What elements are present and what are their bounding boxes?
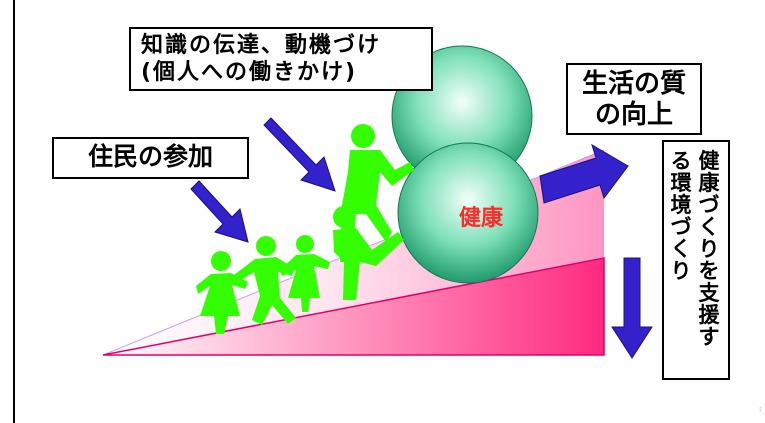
env-column-1: 健康づくりを支援す: [698, 149, 720, 349]
quality-line1: 生活の質: [581, 69, 686, 99]
people-group: [196, 124, 414, 334]
arrow-down-right-icon: [263, 117, 336, 192]
quality-of-life-box: 生活の質 の向上: [566, 63, 702, 135]
arrows-group: [190, 117, 653, 359]
env-column-2: る環境づくり: [670, 149, 692, 283]
health-label: 健康: [458, 206, 503, 231]
knowledge-line2: (個人への働きかけ): [141, 60, 358, 85]
arrow-down-right-icon: [190, 180, 249, 243]
arrow-right-icon: [539, 143, 629, 204]
health-ball-icon: [397, 142, 539, 284]
page-mark: :: [759, 405, 762, 413]
person-walking-icon: [234, 236, 296, 325]
person-walking-icon: [196, 251, 248, 334]
frame-left-border: [13, 0, 15, 423]
participation-box: 住民の参加: [52, 137, 249, 179]
participation-label: 住民の参加: [87, 142, 213, 171]
person-walking-icon: [280, 235, 330, 312]
knowledge-box: 知識の伝達、動機づけ (個人への働きかけ): [129, 27, 433, 91]
arrow-down-icon: [611, 257, 653, 359]
knowledge-line1: 知識の伝達、動機づけ: [141, 33, 382, 58]
support-environment-box: 健康づくりを支援す る環境づくり: [662, 140, 730, 380]
person-pushing-icon: [333, 124, 414, 300]
quality-line2: の向上: [594, 100, 673, 130]
